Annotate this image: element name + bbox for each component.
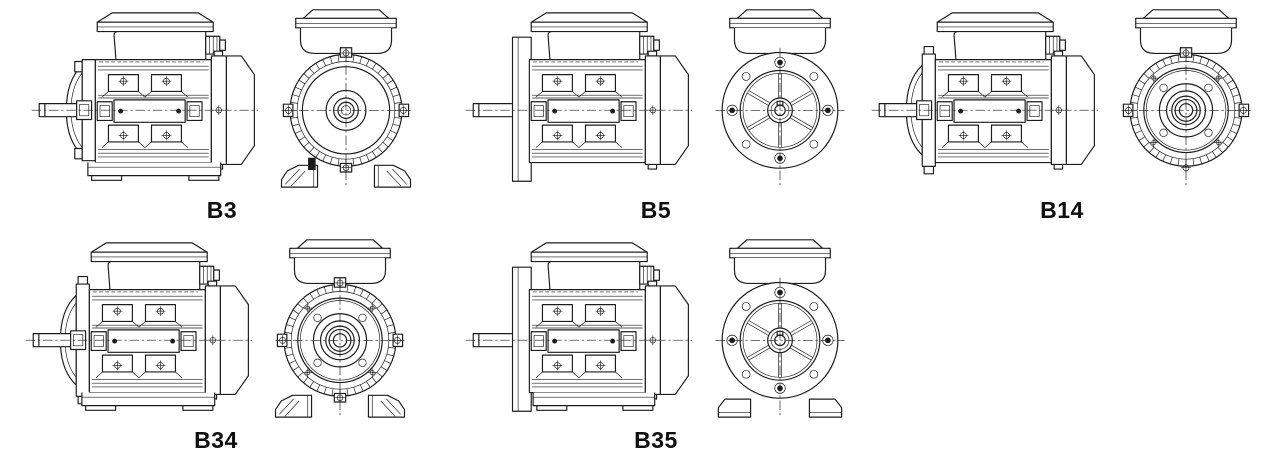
mount-label-b5: B5 [640, 197, 672, 223]
b5-side-view-drawing [465, 12, 693, 182]
b5-front-view-drawing [715, 9, 845, 189]
mount-group-b3: B3 [28, 6, 416, 224]
b35-side-view-drawing [465, 242, 693, 412]
mount-views-b35 [462, 236, 850, 420]
b3-front-view-drawing [280, 9, 412, 189]
mount-views-b5 [462, 6, 850, 190]
b14-side-view-drawing [871, 12, 1099, 175]
mount-group-b5: B5 [462, 6, 850, 224]
b34-front-view-drawing [274, 239, 406, 419]
mount-label-b14: B14 [1040, 197, 1084, 223]
mount-views-b3 [28, 6, 416, 190]
b35-front-view-drawing [715, 239, 845, 419]
mount-views-b14 [868, 6, 1256, 190]
b3-side-view-drawing [31, 12, 259, 181]
mount-group-b35: B35 [462, 236, 850, 454]
mount-views-b34 [22, 236, 410, 420]
mount-label-b35: B35 [634, 427, 678, 453]
b34-side-view-drawing [25, 242, 253, 411]
mount-label-b3: B3 [206, 197, 238, 223]
mount-label-b34: B34 [194, 427, 238, 453]
b14-front-view-drawing [1121, 9, 1251, 189]
mount-group-b34: B34 [22, 236, 410, 454]
mount-group-b14: B14 [868, 6, 1256, 224]
